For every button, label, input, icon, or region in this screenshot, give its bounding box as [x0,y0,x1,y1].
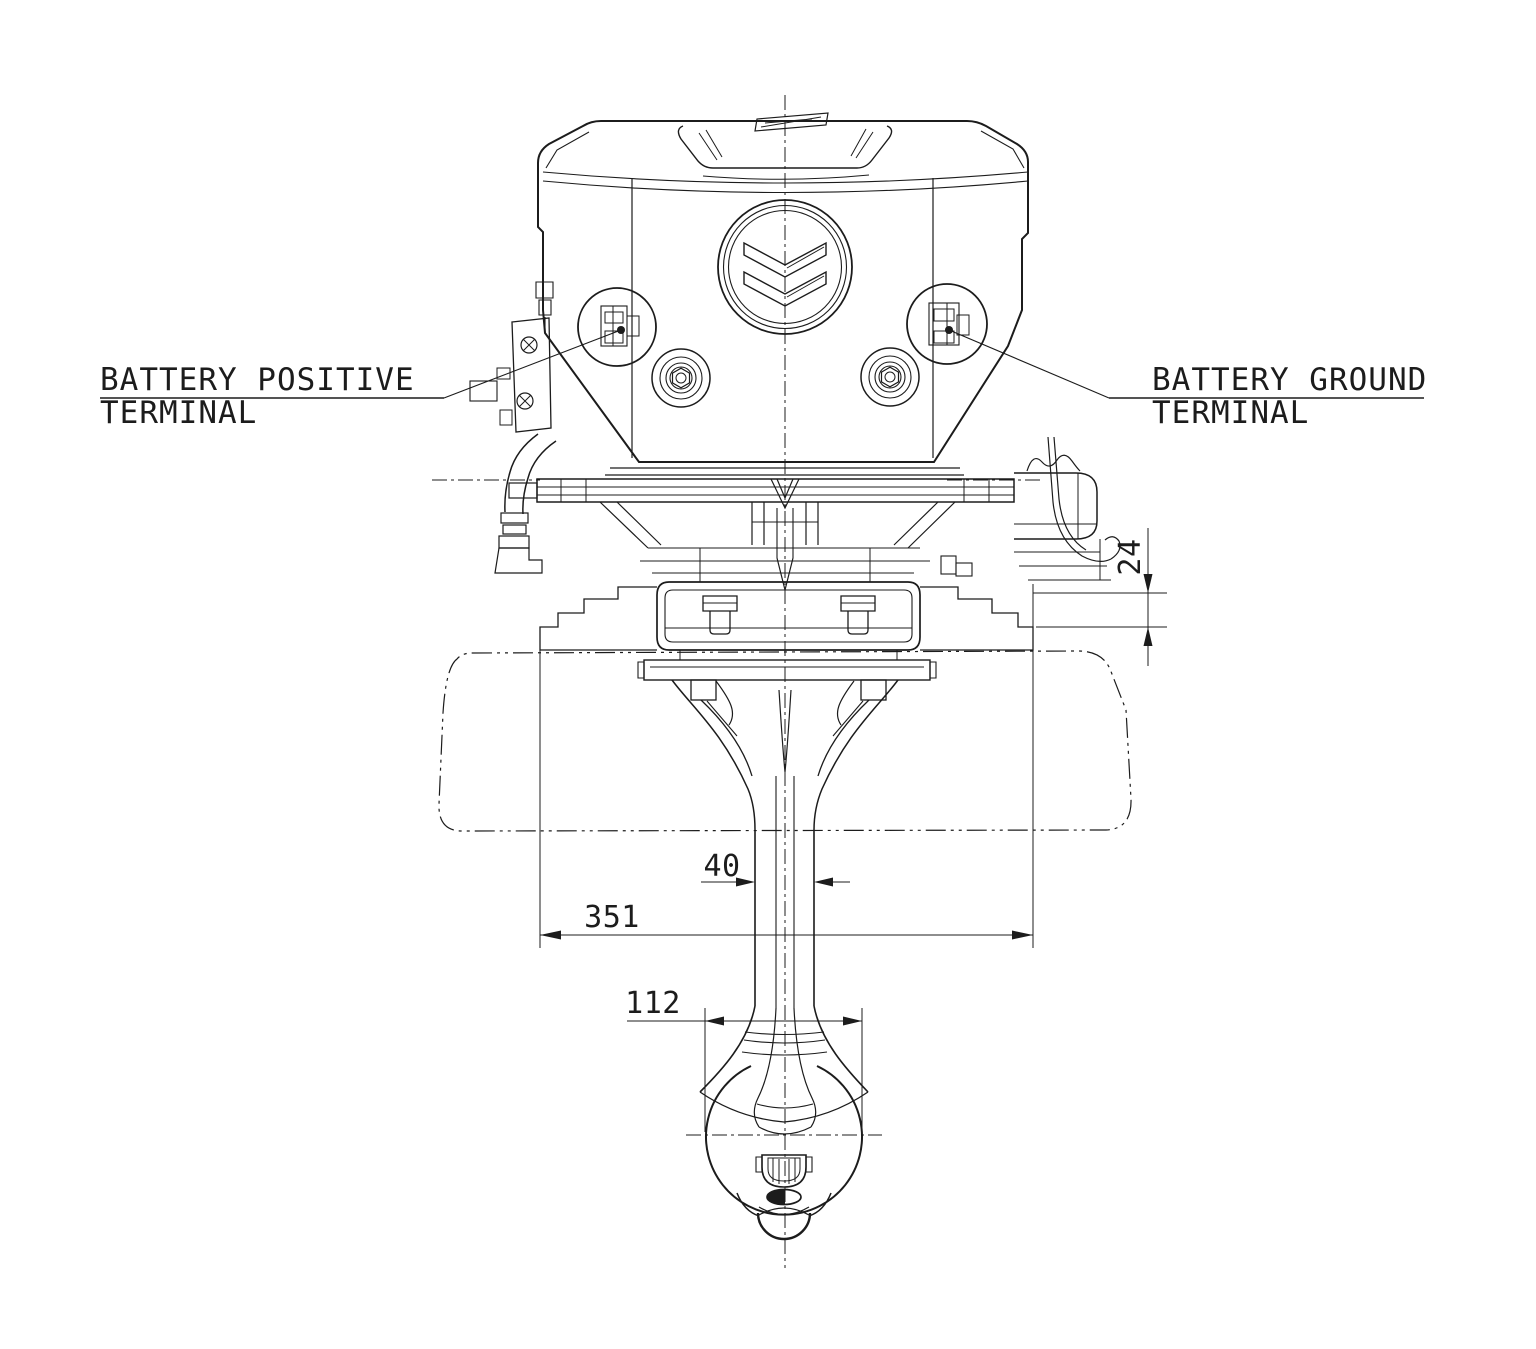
chevron-icon [743,241,827,278]
drain-plug [766,1188,802,1206]
gearcase-torpedo [705,1065,863,1241]
leader-line [443,329,622,399]
skeg-tip [736,1192,832,1241]
dimension-annotations: 351 40 112 24 [539,528,1167,1132]
extension-lines [539,584,1167,1132]
battery-positive-terminal [577,287,657,367]
dim-value-24: 24 [1113,538,1148,575]
battery-positive-label-line1: BATTERY POSITIVE [100,362,415,398]
cable-right [940,436,1121,577]
top-handle-recess [677,112,893,180]
dimension-24: 24 [1113,528,1153,666]
side-bracket-and-cables-left [469,281,557,574]
brand-logo-emblem [717,199,853,335]
callout-battery-positive: BATTERY POSITIVE TERMINAL [100,326,625,431]
cowl-outline [537,120,1029,463]
cowl-bolt-right [860,347,920,407]
propeller-nut [755,1154,813,1188]
leader-dot [617,326,625,334]
strut-arms [671,679,899,831]
dimension-40: 40 [701,849,850,887]
lower-unit [671,679,899,1241]
dim-value-351: 351 [584,900,640,935]
battery-ground-label-line2: TERMINAL [1152,395,1309,431]
callout-battery-ground: BATTERY GROUND TERMINAL [945,326,1427,431]
mounting-bracket-assembly [508,436,1121,701]
dim-value-112: 112 [625,986,681,1021]
cowl-bolt-left [651,348,711,408]
transom-plate [637,650,937,701]
clamp-bolt-right [840,595,876,635]
flange-band [536,478,1015,503]
engine-cowl [469,112,1029,574]
battery-positive-label-line2: TERMINAL [100,395,257,431]
chevron-icon [743,270,827,307]
steering-arm-right [1014,454,1111,581]
hull-phantom-outline [438,650,1132,832]
dim-value-40: 40 [703,849,740,884]
center-lines [432,95,1042,1268]
battery-ground-terminal [906,283,988,365]
clamp-bolt-left [702,595,738,635]
dimension-351: 351 [540,900,1033,940]
leader-line [948,329,1110,399]
clamp-bracket-frame [539,581,1034,651]
dimension-112: 112 [625,986,862,1026]
driveshaft-housing [699,776,869,1135]
battery-ground-label-line1: BATTERY GROUND [1152,362,1427,398]
leader-dot [945,326,953,334]
